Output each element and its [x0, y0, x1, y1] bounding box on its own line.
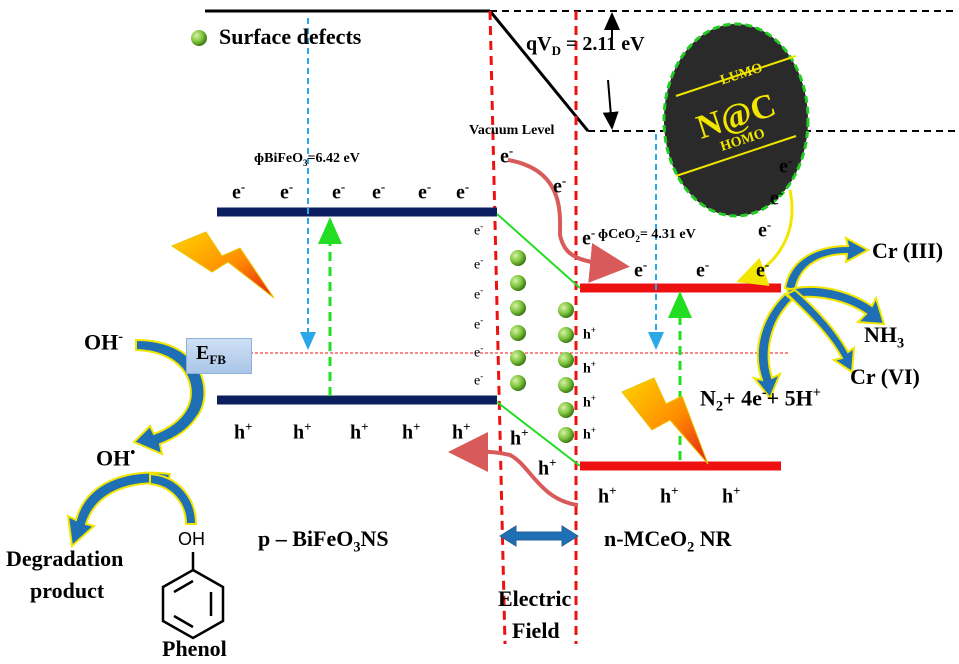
phi-ceo2-label: ɸCeO2= 4.31 eV — [598, 227, 696, 244]
hole-label: h+ — [402, 419, 421, 444]
n2-arrow — [785, 288, 856, 374]
nac-lumo-line — [675, 55, 797, 97]
hole-label: h+ — [293, 419, 312, 444]
electron-label: e- — [372, 179, 386, 204]
electron-label: e- — [770, 185, 784, 210]
cr6-arrow — [751, 292, 794, 400]
hole-label: h+ — [350, 419, 369, 444]
vb-bending-line — [496, 401, 581, 467]
defect-ball — [558, 377, 574, 393]
electron-label: e- — [474, 221, 484, 239]
n2-reaction-label: N2+ 4e-+ 5H+ — [700, 385, 821, 415]
junction-line-left — [488, 10, 507, 645]
nh3-arrow — [785, 285, 886, 326]
fermi-level-box — [186, 338, 252, 374]
hole-label: h+ — [583, 325, 596, 343]
nac-transfer-arrow — [736, 189, 794, 287]
defect-ball — [558, 427, 574, 443]
electron-label: e- — [474, 285, 484, 303]
surface-defects-label: Surface defects — [219, 24, 362, 49]
defect-ball — [558, 327, 574, 343]
oh-minus-label: OH- — [84, 329, 123, 355]
hole-label: h+ — [660, 483, 679, 508]
reduction-arrows — [751, 236, 886, 400]
electron-label: e- — [474, 315, 484, 333]
electron-label: e- — [474, 343, 484, 361]
qvd-label: qVD = 2.11 eV — [526, 33, 645, 58]
cr6-label: Cr (VI) — [850, 364, 920, 389]
defect-ball — [510, 325, 526, 341]
hole-transfer-arrow — [448, 431, 579, 507]
electric-field-label-line1: Electric — [498, 586, 572, 611]
defect-balls-left — [510, 250, 526, 391]
electron-label: e- — [474, 255, 484, 273]
phenol-oh-label: OH — [178, 529, 205, 549]
electron-label: e- — [779, 153, 793, 178]
electron-label: e- — [474, 371, 484, 389]
electron-label: e- — [418, 179, 432, 204]
phenol-molecule — [161, 552, 225, 640]
degradation-label-line2: product — [30, 578, 105, 603]
hole-label: h+ — [234, 419, 253, 444]
hole-label: h+ — [510, 425, 529, 450]
defect-ball — [510, 275, 526, 291]
defect-ball — [558, 402, 574, 418]
lightning-bolt-right-icon — [621, 377, 709, 465]
n-mceo2-label: n-MCeO2 NR — [604, 526, 732, 556]
vacuum-level-slope — [488, 10, 590, 132]
hole-label: h+ — [583, 425, 596, 443]
vacuum-level-label: Vacuum Level — [469, 123, 555, 138]
defect-balls-right — [558, 302, 574, 443]
cb-bending-line — [496, 213, 581, 289]
lightning-bolt-left-icon — [170, 231, 275, 299]
electron-label: e- — [500, 143, 514, 168]
defect-ball — [510, 350, 526, 366]
p-bifeo3-label: p – BiFeO3NS — [258, 526, 389, 556]
defect-ball — [558, 352, 574, 368]
qvd-arrow-down — [602, 79, 619, 130]
electron-label: e- — [280, 179, 294, 204]
hole-label: h+ — [583, 393, 596, 411]
hole-label: h+ — [583, 359, 596, 377]
phenol-label: Phenol — [162, 636, 227, 661]
hole-label: h+ — [722, 483, 741, 508]
phi-bifeo3-label: ɸBiFeO3=6.42 eV — [254, 151, 360, 168]
electron-label: e- — [332, 179, 346, 204]
hole-label: h+ — [452, 419, 471, 444]
electron-label: e- — [553, 173, 567, 198]
nh3-label: NH3 — [864, 322, 905, 352]
electron-label: e- — [756, 257, 770, 282]
electron-label: e- — [582, 225, 596, 250]
defect-ball — [558, 302, 574, 318]
hole-label: h+ — [598, 483, 617, 508]
defect-ball — [510, 300, 526, 316]
nac-homo-line — [675, 135, 797, 177]
degradation-label-line1: Degradation — [6, 546, 124, 571]
cr3-label: Cr (III) — [872, 238, 944, 263]
electric-field-arrow — [499, 525, 579, 547]
cr3-arrow — [783, 236, 871, 292]
electric-field-label-line2: Field — [512, 618, 560, 643]
hole-label: h+ — [538, 455, 557, 480]
electron-label: e- — [696, 257, 710, 282]
oxidation-arrows — [66, 338, 206, 549]
electron-transfer-arrow — [507, 158, 630, 283]
efb-label: EFB — [196, 342, 226, 367]
electron-label: e- — [634, 257, 648, 282]
electron-label: e- — [456, 179, 470, 204]
defect-ball — [510, 250, 526, 266]
electron-label: e- — [758, 217, 772, 242]
oh-radical-label: OH• — [96, 445, 136, 471]
defect-ball — [510, 375, 526, 391]
phenol-arc — [149, 472, 198, 525]
electron-label: e- — [232, 179, 246, 204]
surface-defect-legend-ball — [191, 30, 207, 46]
